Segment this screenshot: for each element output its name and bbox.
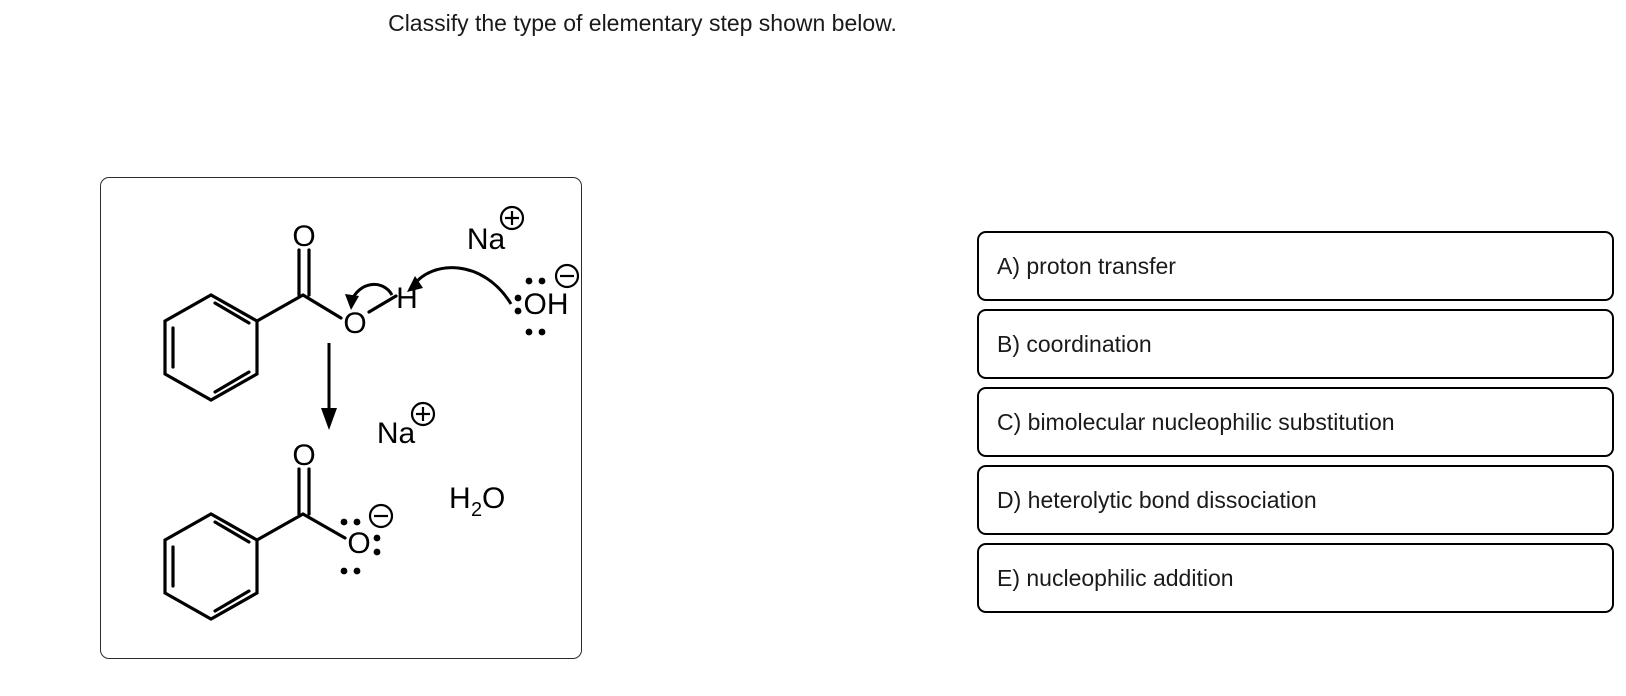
benzoate-minus-charge [368,503,394,529]
answer-option-a[interactable]: A) proton transfer [977,231,1614,301]
water-subscript-label: 2 [471,499,482,521]
reaction-downward-arrow [321,343,337,430]
page-title: Classify the type of elementary step sho… [388,10,897,36]
benzoate-oxygen-lone-pairs [340,518,381,575]
hydroxide-minus-charge [554,263,580,289]
reactant-sodium-plus-charge [499,205,525,231]
reactant-carbonyl-oxygen-label: O [292,220,315,253]
product-c-o-bond [301,512,347,540]
reactant-carbonyl-double-bond [297,248,311,297]
reactant-o-h-bond [367,294,398,314]
reactant-c-o-bond [301,293,343,320]
reactant-ring-to-carbonyl-bond [255,293,305,323]
answer-option-e-label: E) nucleophilic addition [997,565,1234,591]
answer-option-e[interactable]: E) nucleophilic addition [977,543,1614,613]
answer-option-c-label: C) bimolecular nucleophilic substitution [997,409,1395,435]
curved-arrow-hydroxide-to-hydrogen [407,266,513,305]
product-sodium-label: Na [377,417,416,450]
product-anionic-oxygen-label: O [347,527,370,560]
answer-option-b-label: B) coordination [997,331,1152,357]
reaction-scheme-drawing: O O H Na OH [163,205,580,621]
product-sodium-plus-charge [410,401,436,427]
water-o-label: O [482,482,505,515]
water-h-label: H [449,482,471,515]
product-ring-to-carbonyl-bond [255,512,305,542]
answer-option-c[interactable]: C) bimolecular nucleophilic substitution [977,387,1614,457]
reactant-hydroxyl-oxygen-label: O [343,307,366,340]
reactant-benzene-ring [163,293,259,402]
reactant-sodium-label: Na [467,223,506,256]
hydroxide-lone-pairs [514,277,546,336]
product-carbonyl-double-bond [297,467,311,516]
answer-option-d[interactable]: D) heterolytic bond dissociation [977,465,1614,535]
curved-arrow-oh-to-oxygen [345,282,394,310]
answer-options-list: A) proton transfer B) coordination C) bi… [977,231,1614,621]
answer-option-d-label: D) heterolytic bond dissociation [997,487,1317,513]
reaction-scheme-panel: O O H Na OH [100,177,582,659]
product-carbonyl-oxygen-label: O [292,439,315,472]
product-benzene-ring [163,512,259,621]
reactant-hydroxide-label: OH [524,288,569,321]
answer-option-a-label: A) proton transfer [997,253,1176,279]
answer-option-b[interactable]: B) coordination [977,309,1614,379]
product-water-label: H 2 O [449,482,505,521]
